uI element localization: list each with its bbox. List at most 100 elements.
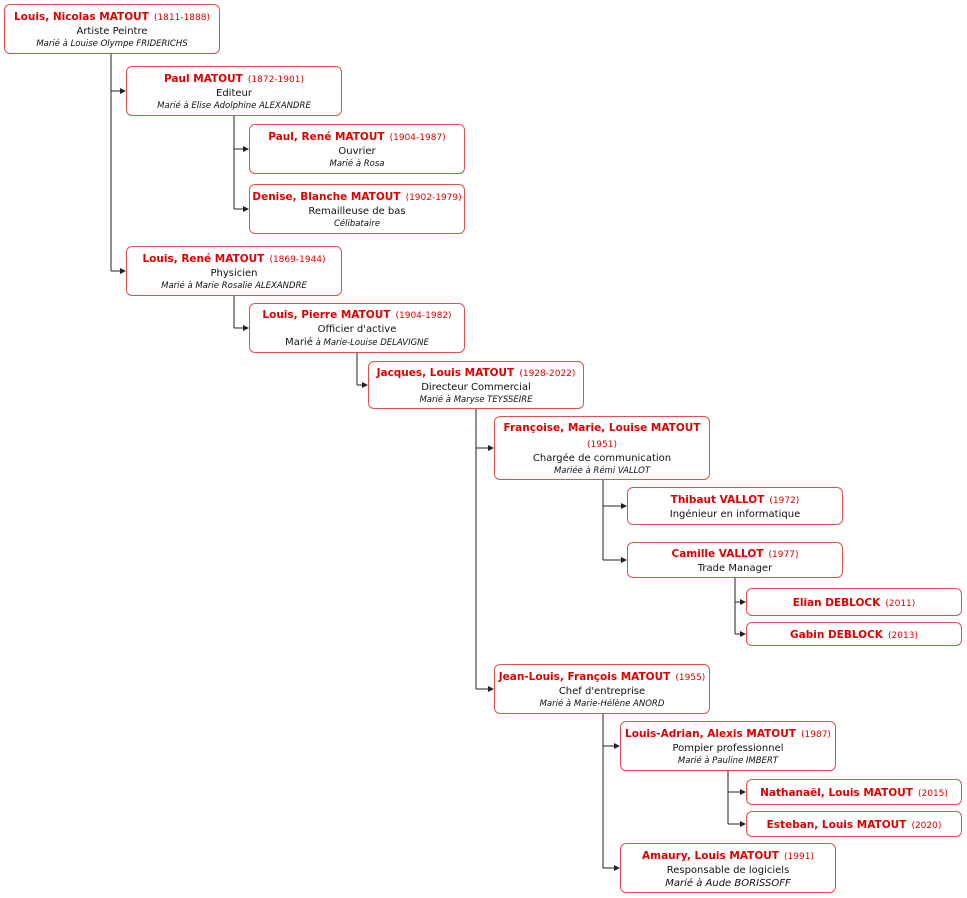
person-spouse: Mariée à Rémi VALLOT — [554, 465, 650, 478]
person-card[interactable]: Jacques, Louis MATOUT (1928-2022)Directe… — [368, 361, 584, 409]
person-occupation: Physicien — [210, 267, 258, 279]
spouse-name: Marié à Louise Olympe FRIDERICHS — [36, 38, 188, 49]
spouse-name: Célibataire — [333, 218, 381, 229]
person-card[interactable]: Louis, Nicolas MATOUT (1811-1888)Artiste… — [4, 4, 220, 54]
person-title: Jean-Louis, François MATOUT (1955) — [499, 668, 706, 685]
person-name: Esteban, Louis MATOUT — [766, 818, 907, 831]
person-occupation: Remailleuse de bas — [308, 205, 406, 217]
person-spouse: Marié à Marie Rosalie ALEXANDRE — [161, 280, 307, 293]
person-card[interactable]: Camille VALLOT (1977)Trade Manager — [627, 542, 843, 578]
person-name: Paul MATOUT — [164, 72, 243, 85]
person-occupation: Trade Manager — [697, 563, 773, 574]
person-card[interactable]: Louis-Adrian, Alexis MATOUT (1987)Pompie… — [620, 721, 836, 771]
person-occupation: Responsable de logiciels — [666, 864, 790, 876]
person-spouse: Marié à Pauline IMBERT — [678, 755, 778, 768]
person-name: Louis, Nicolas MATOUT — [13, 10, 149, 23]
person-occupation: Ouvrier — [338, 145, 376, 157]
person-card[interactable]: Françoise, Marie, Louise MATOUT (1951) Cha… — [494, 416, 710, 480]
person-occupation: Directeur Commercial — [421, 381, 531, 393]
person-spouse: Marié à Marie-Hélène ANORD — [540, 698, 665, 711]
person-card[interactable]: Thibaut VALLOT (1972)Ingénieur en inform… — [627, 487, 843, 525]
person-occupation: Chargée de communication — [532, 452, 672, 464]
person-name: Thibaut VALLOT — [670, 494, 765, 506]
person-dates: (1904-1987) — [389, 132, 446, 143]
person-name: Louis, René MATOUT — [142, 252, 265, 265]
person-spouse: Marié à Marie-Louise DELAVIGNE — [285, 336, 429, 350]
person-name: Elian DEBLOCK — [792, 596, 881, 609]
person-occupation: Pompier professionnel — [672, 742, 784, 754]
person-dates: (1991) — [784, 851, 814, 862]
spouse-name: Marié à Aude BORISSOFF — [665, 877, 791, 889]
spouse-name: Marié à Maryse TEYSSEIRE — [419, 394, 533, 405]
person-occupation: Editeur — [216, 87, 252, 99]
person-title: Françoise, Marie, Louise MATOUT — [504, 419, 701, 435]
person-title: Louis, Nicolas MATOUT (1811-1888) — [14, 8, 210, 25]
spouse-name: Marié à Rosa — [329, 158, 385, 169]
person-name: Gabin DEBLOCK — [790, 628, 883, 641]
person-name: Jacques, Louis MATOUT — [376, 366, 515, 379]
person-title: Amaury, Louis MATOUT (1991) — [642, 847, 814, 864]
spouse-name: Marié à Marie Rosalie ALEXANDRE — [161, 280, 307, 291]
person-name: Louis-Adrian, Alexis MATOUT — [625, 727, 796, 740]
person-name: Amaury, Louis MATOUT — [642, 849, 779, 862]
person-dates: (1987) — [801, 729, 831, 740]
spouse-prefix: Marié — [285, 337, 313, 348]
person-card[interactable]: Jean-Louis, François MATOUT (1955)Chef d… — [494, 664, 710, 714]
person-card[interactable]: Esteban, Louis MATOUT (2020) — [746, 811, 962, 837]
person-dates: (1951) — [587, 439, 617, 450]
person-dates: (2015) — [917, 788, 948, 799]
person-spouse: Marié à Louise Olympe FRIDERICHS — [36, 38, 187, 51]
person-card[interactable]: Nathanaël, Louis MATOUT (2015) — [746, 779, 962, 805]
spouse-name: Marié à Elise Adolphine ALEXANDRE — [157, 100, 311, 111]
person-name: Nathanaël, Louis MATOUT — [760, 786, 913, 799]
person-title: Gabin DEBLOCK (2013) — [790, 626, 918, 643]
person-occupation: Ingénieur en informatique — [669, 509, 801, 520]
person-dates: (1902-1979) — [405, 192, 462, 203]
person-dates: (1972) — [769, 496, 800, 506]
person-name: Jean-Louis, François MATOUT — [498, 670, 671, 683]
person-name: Denise, Blanche MATOUT — [252, 190, 401, 203]
person-dates: (1928-2022) — [519, 368, 576, 379]
person-card[interactable]: Gabin DEBLOCK (2013) — [746, 622, 962, 646]
person-title: Jacques, Louis MATOUT (1928-2022) — [377, 364, 576, 381]
person-card[interactable]: Denise, Blanche MATOUT (1902-1979)Remail… — [249, 184, 465, 234]
person-dates: (2013) — [888, 630, 918, 641]
person-occupation: Artiste Peintre — [76, 25, 148, 37]
spouse-name: Marié à Marie-Hélène ANORD — [539, 698, 665, 709]
person-dates: (1977) — [768, 550, 799, 560]
person-spouse: Marié à Maryse TEYSSEIRE — [419, 394, 532, 407]
spouse-name: à Marie-Louise DELAVIGNE — [315, 338, 429, 348]
person-spouse: Marié à Elise Adolphine ALEXANDRE — [157, 100, 311, 113]
person-title: Nathanaël, Louis MATOUT (2015) — [760, 784, 948, 801]
spouse-name: Mariée à Rémi VALLOT — [553, 465, 651, 476]
person-title: Esteban, Louis MATOUT (2020) — [767, 816, 942, 833]
person-occupation: Chef d'entreprise — [558, 685, 646, 697]
person-card[interactable]: Louis, Pierre MATOUT (1904-1982)Officier… — [249, 303, 465, 353]
person-spouse: Marié à Rosa — [330, 158, 385, 171]
person-title: Thibaut VALLOT (1972) — [671, 491, 800, 508]
person-title: Paul, René MATOUT (1904-1987) — [268, 128, 445, 145]
person-card[interactable]: Amaury, Louis MATOUT (1991)Responsable d… — [620, 843, 836, 893]
person-dates: (2011) — [885, 598, 916, 609]
person-title: Elian DEBLOCK (2011) — [793, 594, 916, 611]
person-title: Louis-Adrian, Alexis MATOUT (1987) — [625, 725, 831, 742]
person-dates: (2020) — [911, 820, 942, 831]
person-name: Louis, Pierre MATOUT — [262, 309, 391, 321]
person-spouse: Célibataire — [334, 218, 380, 231]
person-title: Louis, René MATOUT (1869-1944) — [142, 250, 325, 267]
person-dates: (1955) — [675, 672, 706, 683]
person-dates-line: (1951) — [587, 435, 617, 452]
person-name: Paul, René MATOUT — [268, 130, 385, 143]
person-spouse: Marié à Aude BORISSOFF — [665, 877, 790, 890]
spouse-name: Marié à Pauline IMBERT — [677, 755, 779, 766]
person-title: Denise, Blanche MATOUT (1902-1979) — [252, 188, 461, 205]
person-title: Louis, Pierre MATOUT (1904-1982) — [262, 306, 451, 323]
person-card[interactable]: Elian DEBLOCK (2011) — [746, 588, 962, 616]
person-dates: (1872-1901) — [247, 74, 304, 85]
person-name: Françoise, Marie, Louise MATOUT — [503, 421, 701, 434]
person-dates: (1904-1982) — [395, 311, 452, 321]
